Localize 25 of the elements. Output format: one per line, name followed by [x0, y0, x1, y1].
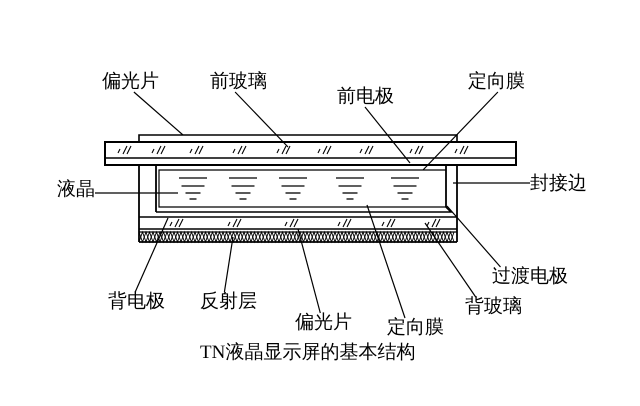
part-label: 背玻璃 — [465, 297, 522, 317]
part-label: 反射层 — [200, 292, 257, 312]
leader-line — [224, 236, 234, 292]
part-label: 液晶 — [57, 180, 95, 200]
caption: TN液晶显示屏的基本结构 — [200, 343, 416, 363]
leader-line — [134, 92, 184, 136]
part-label: 偏光片 — [102, 72, 159, 92]
leader-line — [424, 222, 476, 298]
leader-line — [364, 106, 410, 164]
part-label: 定向膜 — [387, 318, 444, 338]
leader-line — [234, 92, 288, 148]
leader-line — [297, 228, 321, 314]
part-label: 偏光片 — [295, 313, 352, 333]
leader-line — [422, 92, 498, 170]
part-label: 封接边 — [530, 174, 587, 194]
part-label: 前电极 — [337, 87, 394, 107]
part-label: 过渡电极 — [492, 267, 568, 287]
leader-line — [134, 218, 169, 292]
part-label: 定向膜 — [468, 72, 525, 92]
part-label: 背电极 — [108, 292, 165, 312]
leader-line — [95, 192, 178, 194]
leader-line — [446, 206, 501, 268]
leader-line — [366, 204, 406, 318]
leader-line — [453, 182, 530, 184]
part-label: 前玻璃 — [210, 72, 267, 92]
